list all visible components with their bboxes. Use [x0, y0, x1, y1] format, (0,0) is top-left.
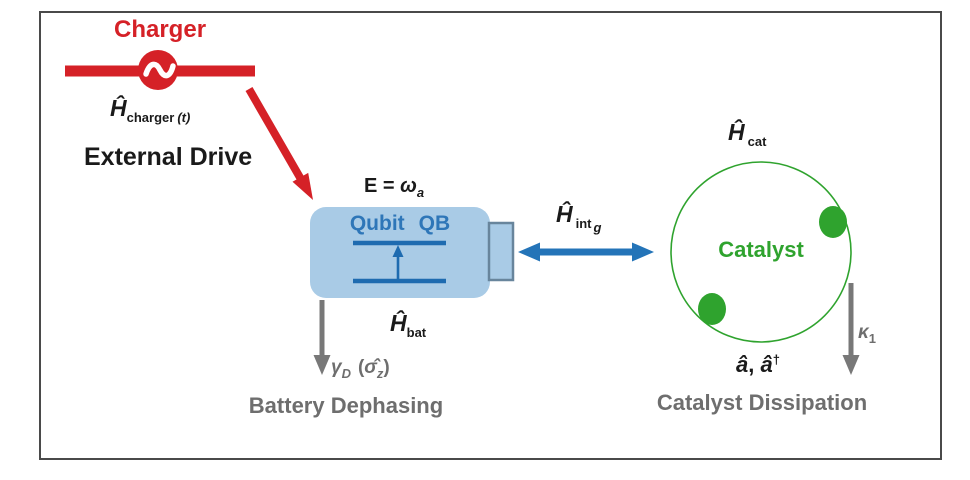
h-bat-sub: bat — [406, 325, 427, 340]
h-int-main: Ĥ — [556, 201, 573, 227]
h-cat-main: Ĥ — [728, 119, 745, 145]
dephasing-rate: γD (σ̂z) — [331, 358, 390, 380]
annihilation-op: â — [736, 352, 749, 377]
sigma-sub: z — [376, 366, 384, 381]
kappa-sub: 1 — [868, 331, 876, 346]
paren-close: ) — [383, 357, 390, 378]
charger-title: Charger — [114, 16, 207, 43]
h-charger-arg: (t) — [177, 110, 191, 125]
energy-omega: ω — [400, 175, 417, 197]
catalyst-dissipation-label: Catalyst Dissipation — [656, 390, 868, 415]
dagger-symbol: † — [772, 352, 780, 367]
ac-source-icon — [143, 61, 176, 79]
hamiltonian-battery: Ĥbat — [390, 310, 427, 340]
energy-sub: a — [416, 185, 425, 200]
energy-lhs: E — [364, 175, 378, 197]
hamiltonian-charger: Ĥcharger(t) — [110, 95, 191, 125]
kappa-symbol: κ — [858, 322, 869, 343]
paren-open: ( — [357, 357, 365, 378]
qb-word: QB — [418, 212, 451, 235]
drive-arrow-head — [292, 172, 313, 200]
h-bat-main: Ĥ — [390, 310, 407, 336]
catalyst-label: Catalyst — [718, 237, 804, 262]
h-int-sub: int — [575, 216, 592, 231]
gamma-sub: D — [341, 366, 351, 381]
kappa-rate: κ1 — [858, 323, 876, 345]
battery-terminal — [487, 221, 515, 282]
excitation-arrow-head — [392, 245, 404, 257]
external-drive-label: External Drive — [84, 143, 253, 171]
sigma-symbol: σ̂ — [364, 357, 377, 378]
catalyst-operators: â, â† — [708, 353, 808, 376]
dephasing-arrow-head — [313, 355, 331, 375]
h-int-coupling: g — [593, 220, 602, 235]
catalyst-photon-dot-bottom — [698, 293, 726, 325]
dissipation-arrow-head — [842, 355, 860, 375]
interaction-arrow-left-head — [518, 242, 540, 262]
energy-label: E = ωa — [364, 176, 424, 199]
qubit-word: Qubit — [349, 212, 405, 235]
drive-arrow-shaft — [245, 87, 306, 183]
h-charger-sub: charger — [126, 110, 175, 125]
energy-eq: = — [382, 175, 395, 197]
catalyst-photon-dot-top — [819, 206, 847, 238]
ops-separator: , — [748, 352, 761, 377]
qubit-label: Qubit QB — [310, 213, 490, 234]
h-charger-main: Ĥ — [110, 95, 127, 121]
creation-op: â — [760, 352, 773, 377]
interaction-arrow-right-head — [632, 242, 654, 262]
catalyst-circle — [670, 161, 852, 343]
gamma-symbol: γ — [331, 357, 342, 378]
battery-dephasing-label: Battery Dephasing — [248, 393, 444, 418]
h-cat-sub: cat — [747, 134, 767, 149]
